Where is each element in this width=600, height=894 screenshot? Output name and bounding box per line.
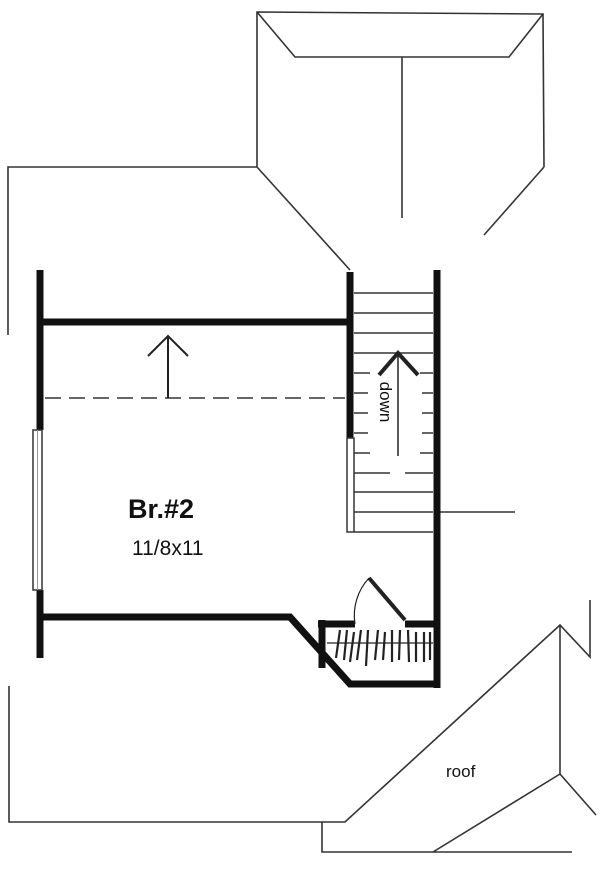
- stairs-label: down: [376, 381, 395, 423]
- stair-treads: [354, 292, 433, 533]
- walls: [36, 270, 441, 688]
- roof-label: roof: [446, 762, 476, 781]
- room-name: Br.#2: [128, 494, 195, 524]
- closet-rod: [327, 629, 433, 667]
- room-size: 11/8x11: [132, 537, 204, 560]
- closet-door[interactable]: [353, 576, 407, 625]
- upper-roof-outline: [7, 11, 545, 335]
- slope-arrow-icon: [147, 334, 189, 398]
- window-left[interactable]: [32, 429, 43, 591]
- lower-roof-outline: [8, 511, 597, 853]
- window-stair[interactable]: [346, 437, 355, 533]
- stair-arrow-icon: [377, 349, 420, 456]
